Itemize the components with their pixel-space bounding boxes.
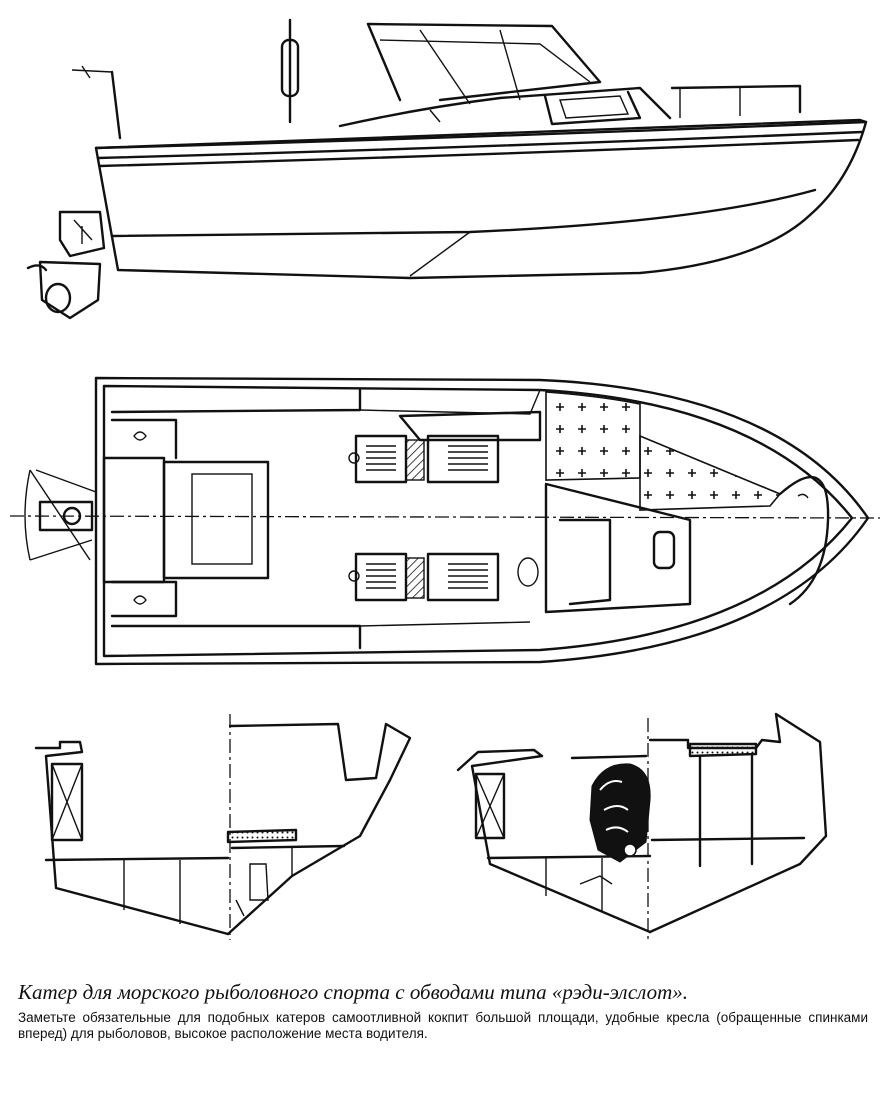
section-left <box>34 714 412 940</box>
caption-title: Катер для морского рыболовного спорта с … <box>18 980 688 1004</box>
caption-body: Заметьте обязательные для подобных катер… <box>18 1010 868 1041</box>
side-profile-view <box>26 18 868 320</box>
plan-view <box>9 376 881 666</box>
section-right <box>456 712 828 940</box>
boat-drawing <box>9 18 881 940</box>
figure-caption: Катер для морского рыболовного спорта с … <box>18 980 868 1042</box>
